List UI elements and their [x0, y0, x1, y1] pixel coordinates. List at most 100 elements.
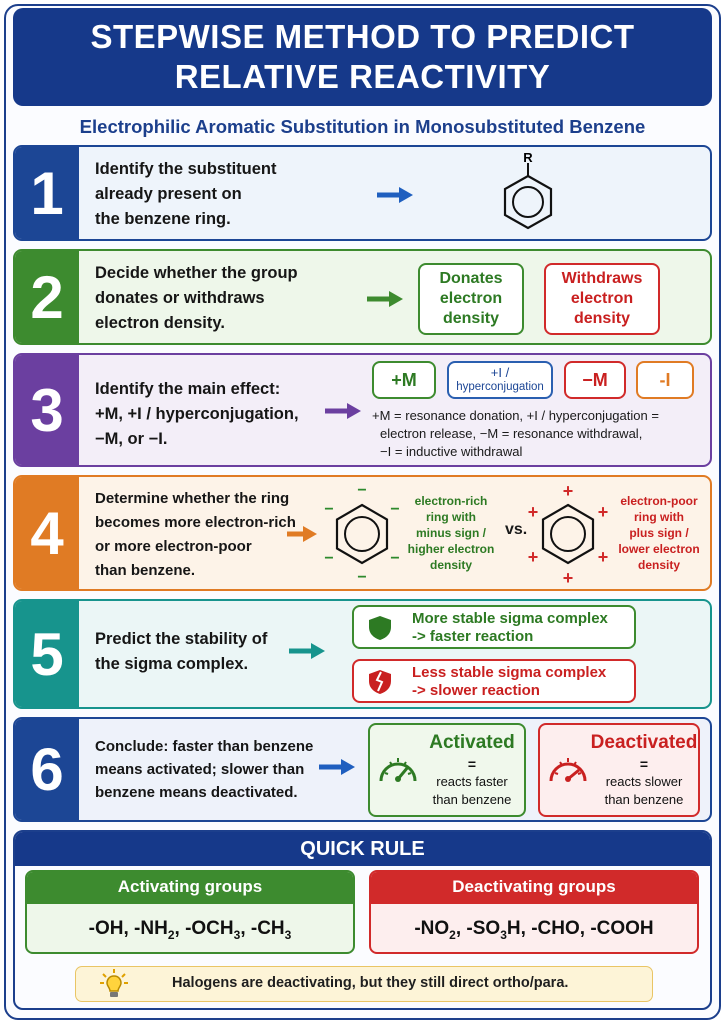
group-formula: -NO2 [414, 918, 456, 942]
electron-rich-label: electron-rich ring with minus sign / hig… [397, 493, 505, 573]
step-2-card: 2 Decide whether the group donates or wi… [13, 249, 712, 345]
group-formula: -SO3H [466, 918, 521, 942]
step-text-line: donates or withdraws [95, 289, 265, 307]
substituent-label: R [523, 151, 533, 165]
more-stable-box: More stable sigma complex -> faster reac… [352, 605, 636, 649]
step-number: 3 [15, 355, 79, 465]
minus-sign: − [357, 482, 366, 499]
minus-sign: − [390, 550, 399, 567]
step-text-line: the sigma complex. [95, 655, 249, 673]
step-text-line: +M, +I / hyperconjugation, [95, 405, 299, 423]
legend-line: +M = resonance donation, +I / hyperconju… [372, 408, 659, 423]
broken-shield-icon [369, 670, 391, 694]
legend-line: electron release, −M = resonance withdra… [380, 426, 643, 441]
less-stable-text: Less stable sigma complex -> slower reac… [412, 664, 606, 700]
electron-poor-label: electron-poor ring with plus sign / lowe… [607, 493, 710, 573]
deactivated-text: Deactivated = reacts slower than benzene [588, 731, 700, 809]
activated-title: Activated [429, 732, 515, 753]
equals-sign: = [467, 756, 477, 772]
step-number: 2 [15, 251, 79, 343]
less-stable-box: Less stable sigma complex -> slower reac… [352, 659, 636, 703]
step-1-text: Identify the substituent already present… [95, 157, 277, 232]
step-1-card: 1 Identify the substituent already prese… [13, 145, 712, 241]
minus-sign: − [324, 501, 333, 518]
activated-text: Activated = reacts faster than benzene [418, 731, 526, 809]
plus-sign: + [598, 547, 609, 567]
step-text-line: Determine whether the ring [95, 490, 290, 507]
step-text-line: the benzene ring. [95, 210, 231, 228]
plus-sign: + [598, 502, 609, 522]
box-line: reacts faster [436, 774, 508, 789]
title-line-1: STEPWISE METHOD TO PREDICT [90, 18, 635, 55]
step-text-line: than benzene. [95, 562, 196, 579]
badge-label: +I / [490, 365, 510, 380]
group-formula: -NH2 [134, 918, 175, 942]
badge-sublabel: hyperconjugation [456, 381, 544, 393]
arrow-right-icon [289, 643, 325, 659]
box-line: More stable sigma complex [412, 610, 608, 627]
speedometer-slow-icon [549, 758, 587, 782]
step-3-text: Identify the main effect: +M, +I / hyper… [95, 377, 299, 452]
title-line-2: RELATIVE REACTIVITY [174, 58, 551, 95]
box-line: -> slower reaction [412, 682, 540, 699]
badge-plus-i: +I / hyperconjugation [447, 361, 553, 399]
halogen-tip: Halogens are deactivating, but they stil… [75, 966, 653, 1002]
step-text-line: or more electron-poor [95, 538, 252, 555]
benzene-ring-icon: R [503, 151, 553, 230]
group-formula: -CHO [531, 918, 580, 939]
label-line: lower electron [618, 542, 700, 556]
label-line: higher electron [407, 542, 495, 556]
step-4-text: Determine whether the ring becomes more … [95, 487, 296, 583]
minus-sign: − [390, 501, 399, 518]
box-line: Withdraws [561, 270, 643, 287]
deactivating-groups-title: Deactivating groups [371, 872, 697, 904]
step-3-card: 3 Identify the main effect: +M, +I / hyp… [13, 353, 712, 467]
badge-label: −M [582, 369, 608, 390]
box-line: density [573, 310, 630, 327]
box-line: Less stable sigma complex [412, 664, 607, 681]
electron-poor-ring-icon: + + + + + + [528, 481, 609, 587]
step-text-line: Identify the substituent [95, 160, 277, 178]
step-number: 6 [15, 719, 79, 820]
halogen-tip-text: Halogens are deactivating, but they stil… [172, 975, 569, 991]
group-formula: -COOH [590, 918, 654, 939]
versus-label: vs. [505, 521, 528, 538]
step-text-line: Predict the stability of [95, 630, 268, 648]
activated-box: Activated = reacts faster than benzene [368, 723, 526, 817]
step-number: 5 [15, 601, 79, 707]
step-number: 4 [15, 477, 79, 589]
equals-sign: = [639, 756, 649, 772]
plus-sign: + [528, 502, 539, 522]
step-text-line: benzene means deactivated. [95, 784, 298, 801]
label-line: ring with [634, 510, 684, 524]
step-4-card: 4 Determine whether the ring becomes mor… [13, 475, 712, 591]
step-text-line: Decide whether the group [95, 264, 298, 282]
minus-sign: − [324, 550, 333, 567]
shield-icon [369, 616, 391, 640]
badge-label: +M [391, 369, 417, 390]
badge-minus-m: −M [564, 361, 626, 399]
page-title: STEPWISE METHOD TO PREDICT RELATIVE REAC… [13, 8, 712, 106]
donates-box: Donates electron density [418, 263, 524, 335]
step-5-card: 5 Predict the stability of the sigma com… [13, 599, 712, 709]
box-line: -> faster reaction [412, 628, 534, 645]
box-line: than benzene [432, 792, 512, 807]
step-2-text: Decide whether the group donates or with… [95, 261, 298, 336]
label-line: density [637, 558, 680, 572]
step-number: 1 [15, 147, 79, 239]
arrow-right-icon [325, 403, 361, 419]
label-line: electron-rich [414, 494, 488, 508]
plus-sign: + [528, 547, 539, 567]
effect-legend: +M = resonance donation, +I / hyperconju… [372, 407, 659, 461]
quick-rule-title: QUICK RULE [15, 832, 710, 866]
step-text-line: Identify the main effect: [95, 380, 281, 398]
deactivated-box: Deactivated = reacts slower than benzene [538, 723, 700, 817]
step-5-text: Predict the stability of the sigma compl… [95, 627, 267, 677]
badge-minus-i: -I [636, 361, 694, 399]
label-line: density [429, 558, 472, 572]
arrow-right-icon [367, 291, 403, 307]
lightbulb-icon [100, 969, 128, 997]
step-6-card: 6 Conclude: faster than benzene means ac… [13, 717, 712, 822]
plus-sign: + [563, 481, 574, 501]
page-subtitle: Electrophilic Aromatic Substitution in M… [79, 116, 646, 137]
